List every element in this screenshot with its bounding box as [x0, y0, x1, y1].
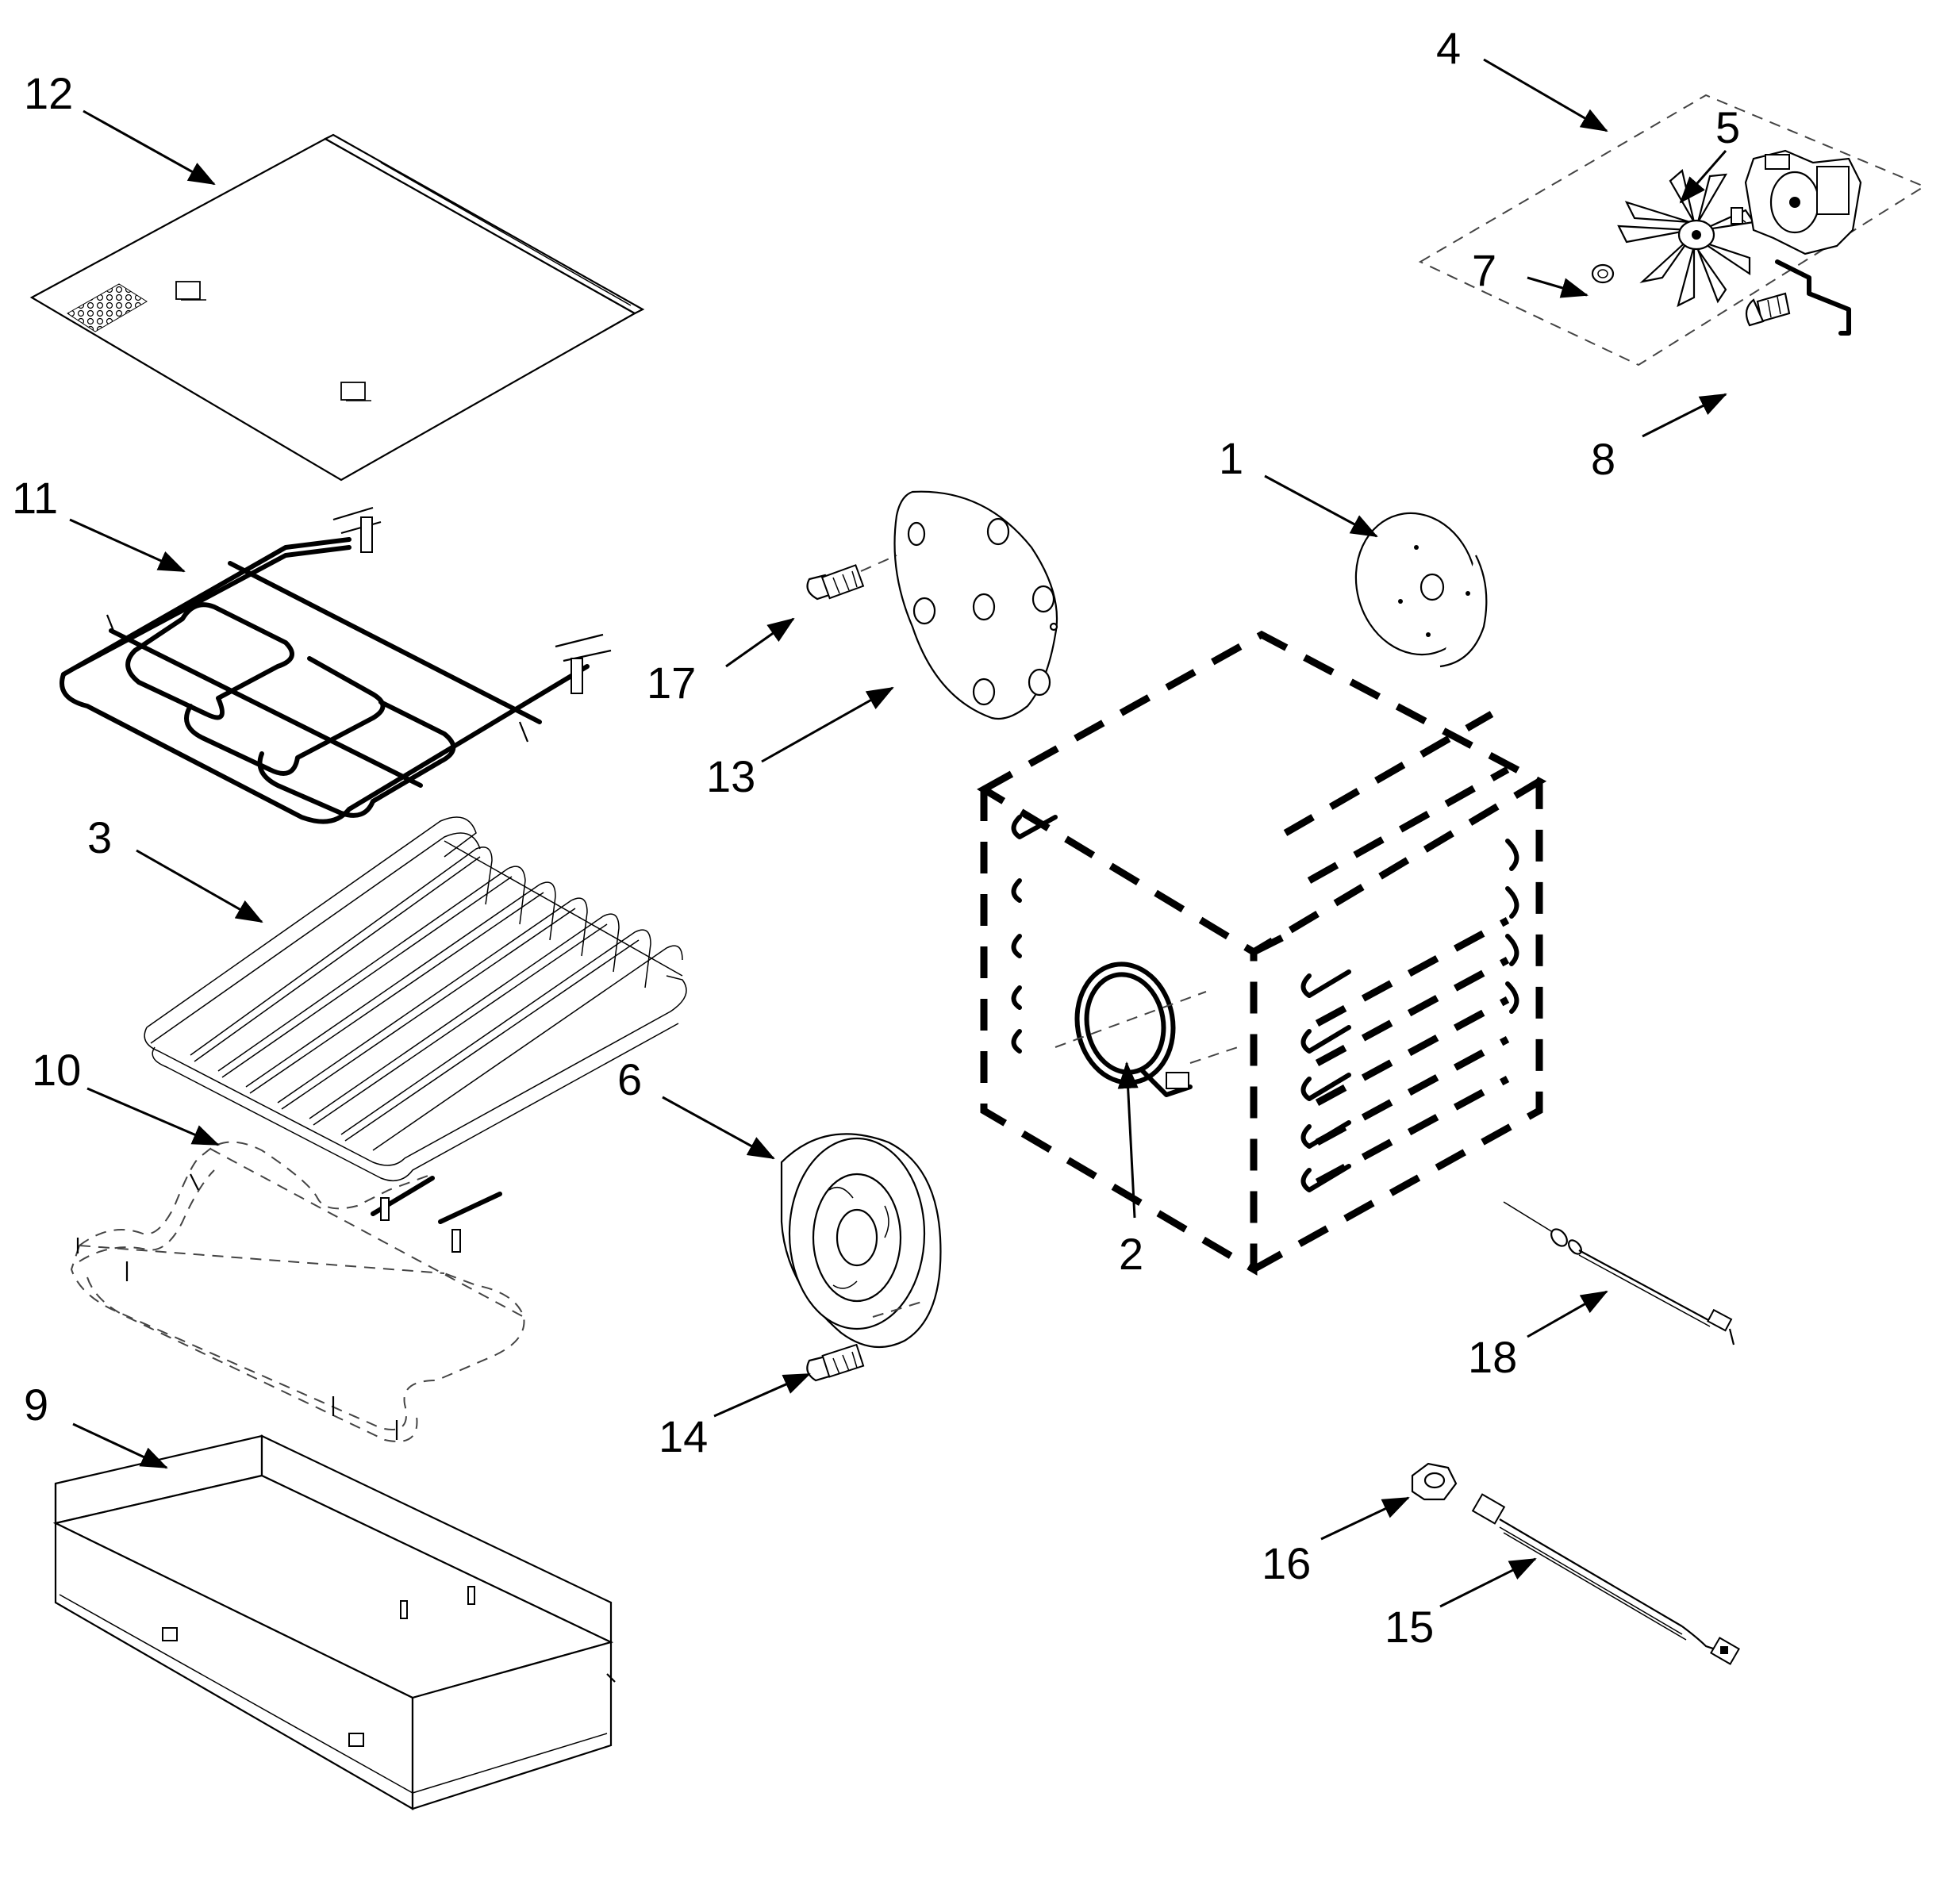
sensor-nut-part	[1411, 1462, 1458, 1501]
convection-fan-cover-part	[780, 1133, 942, 1349]
top-panel-part	[29, 133, 645, 482]
callout-13: 13	[706, 751, 755, 801]
callout-8: 8	[1591, 434, 1615, 484]
motor-screw-part	[1745, 292, 1791, 327]
callout-16: 16	[1262, 1538, 1311, 1588]
bake-element-part	[70, 1141, 525, 1442]
callout-17: 17	[647, 658, 696, 708]
plate-screw-part	[806, 555, 897, 601]
callout-12: 12	[24, 68, 73, 118]
callout-labels: 12 11 3 10 9 17 13 6 14 1 2 4 5 7 8 18 1…	[12, 23, 1740, 1652]
probe-rod-part	[1503, 1201, 1735, 1345]
fan-baffle-disc-part	[1354, 512, 1488, 668]
cover-screw-part	[806, 1343, 865, 1382]
callout-18: 18	[1468, 1332, 1517, 1382]
callout-14: 14	[659, 1411, 708, 1461]
bottom-panel-part	[52, 1434, 616, 1810]
convection-element-part	[1055, 962, 1239, 1097]
callout-9: 9	[24, 1380, 48, 1430]
fan-plate-part	[893, 490, 1058, 720]
temperature-sensor-part	[1471, 1493, 1740, 1665]
callout-7: 7	[1472, 245, 1496, 295]
callout-2: 2	[1119, 1229, 1143, 1279]
callout-11: 11	[12, 473, 58, 523]
convection-fan-motor-assembly-part	[1418, 94, 1927, 367]
leader-arrows	[69, 58, 1727, 1608]
callout-5: 5	[1715, 102, 1740, 152]
broil-element-part	[60, 506, 612, 824]
callout-6: 6	[617, 1054, 642, 1104]
oven-cavity	[977, 630, 1547, 1276]
fan-blade-part	[1617, 168, 1755, 308]
callout-15: 15	[1385, 1602, 1434, 1652]
callout-4: 4	[1436, 23, 1461, 73]
motor-part	[1731, 149, 1862, 336]
callout-10: 10	[32, 1045, 81, 1095]
fan-nut-part	[1591, 263, 1615, 284]
callout-3: 3	[87, 812, 112, 862]
callout-1: 1	[1219, 433, 1243, 483]
oven-rack-part	[144, 816, 687, 1182]
